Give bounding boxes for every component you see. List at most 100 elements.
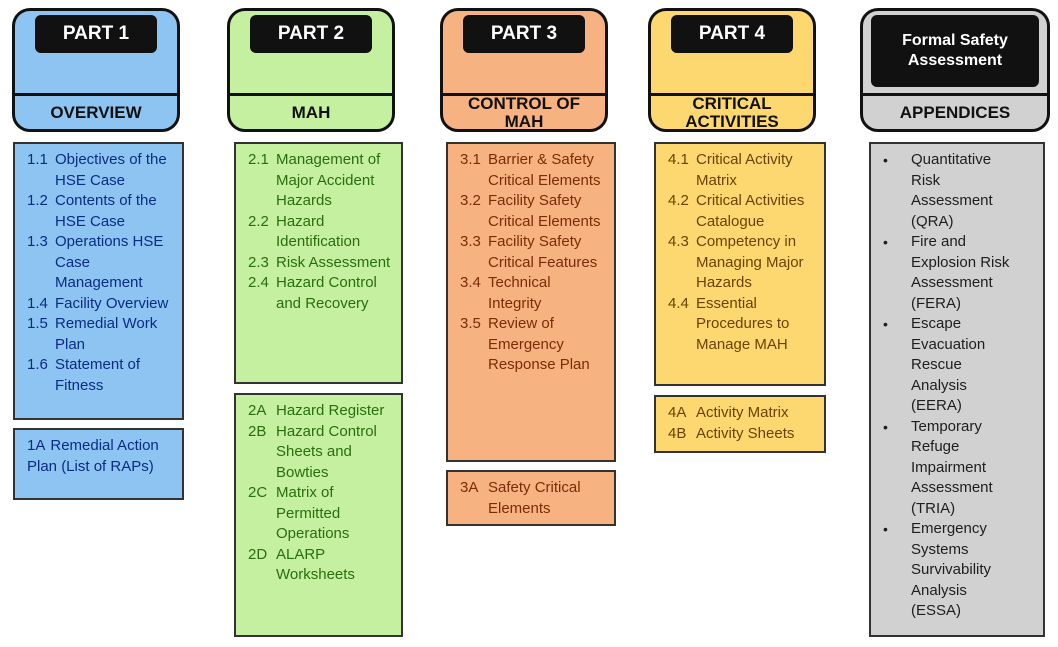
appendices-header: Formal Safety Assessment APPENDICES bbox=[860, 8, 1050, 132]
list-item: 4A Activity Matrix bbox=[668, 403, 816, 424]
item-number: 2.4 bbox=[248, 274, 269, 291]
list-item: 3.5 Review of Emergency Response Plan bbox=[460, 314, 606, 376]
list-item: 2.4 Hazard Control and Recovery bbox=[248, 273, 393, 314]
item-text: Hazard Control and Recovery bbox=[276, 274, 377, 312]
list-item: 1.5 Remedial Work Plan bbox=[27, 314, 174, 355]
appendices-divider bbox=[863, 93, 1047, 96]
part4-title: PART 4 bbox=[671, 15, 793, 53]
item-text: Activity Matrix bbox=[696, 404, 789, 421]
part3-divider bbox=[443, 93, 605, 96]
part2-header: PART 2 MAH bbox=[227, 8, 395, 132]
list-item: 1.6 Statement of Fitness bbox=[27, 355, 174, 396]
list-item: 3.3 Facility Safety Critical Features bbox=[460, 232, 606, 273]
item-text: Essential Procedures to Manage MAH bbox=[696, 294, 790, 353]
item-number: 1.2 bbox=[27, 192, 48, 209]
list-item: 3.2 Facility Safety Critical Elements bbox=[460, 191, 606, 232]
appendix-item-text: Emergency Systems Survivability Analysis… bbox=[911, 520, 992, 619]
part1-divider bbox=[15, 93, 177, 96]
item-number: 2C bbox=[248, 484, 268, 501]
list-item: 1.4 Facility Overview bbox=[27, 294, 174, 315]
item-number: 2A bbox=[248, 402, 267, 419]
item-number: 2D bbox=[248, 545, 268, 563]
list-item: 2C Matrix of Permitted Operations bbox=[248, 483, 393, 545]
part3-subtitle: CONTROL OF MAH bbox=[467, 93, 581, 131]
bullet-icon: • bbox=[883, 234, 888, 250]
appendices-title: Formal Safety Assessment bbox=[871, 15, 1039, 87]
item-text: Facility Overview bbox=[55, 294, 169, 312]
appendix-item-text: Temporary Refuge Impairment Assessment (… bbox=[911, 417, 993, 517]
item-text: Hazard Control Sheets and Bowties bbox=[276, 422, 377, 481]
item-text: Facility Safety Critical Features bbox=[488, 233, 598, 271]
item-text: Statement of Fitness bbox=[55, 356, 141, 394]
item-text: Competency in Managing Major Hazards bbox=[696, 233, 804, 291]
bullet-icon: • bbox=[883, 152, 888, 168]
bullet-icon: • bbox=[883, 418, 888, 435]
item-number: 1.1 bbox=[27, 151, 48, 168]
item-text: Objectives of the HSE Case bbox=[55, 151, 167, 189]
list-item: 3A Safety Critical Elements bbox=[460, 478, 606, 519]
item-number: 4A bbox=[668, 404, 687, 421]
part4-header: PART 4 CRITICAL ACTIVITIES bbox=[648, 8, 816, 132]
list-item: 3.4 Technical Integrity bbox=[460, 273, 606, 314]
item-text: Management of Major Accident Hazards bbox=[276, 151, 381, 209]
item-number: 4B bbox=[668, 424, 687, 442]
item-number: 1.4 bbox=[27, 294, 48, 312]
appendix-item: • Emergency Systems Survivability Analysi… bbox=[879, 519, 1035, 622]
bullet-icon: • bbox=[883, 521, 888, 537]
item-text: Remedial Action Plan (List of RAPs) bbox=[27, 437, 159, 475]
list-item: 1.1 Objectives of the HSE Case bbox=[27, 150, 174, 191]
item-number: 1.6 bbox=[27, 356, 48, 373]
item-number: 3.2 bbox=[460, 192, 481, 209]
part2-subtitle: MAH bbox=[291, 102, 331, 122]
list-item: 2.2 Hazard Identification bbox=[248, 212, 393, 253]
item-number: 3.5 bbox=[460, 315, 481, 332]
appendices-contents-box: •Quantitative Risk Assessment (QRA)•Fire… bbox=[869, 142, 1045, 637]
item-number: 1.5 bbox=[27, 315, 48, 332]
item-text: Technical Integrity bbox=[488, 274, 551, 312]
appendix-item-text: Quantitative Risk Assessment (QRA) bbox=[911, 151, 993, 230]
item-text: Hazard Identification bbox=[276, 212, 361, 251]
item-text: Remedial Work Plan bbox=[55, 315, 158, 353]
item-text: Facility Safety Critical Elements bbox=[488, 192, 601, 230]
appendix-item-text: Escape Evacuation Rescue Analysis (EERA) bbox=[911, 315, 986, 414]
item-text: Critical Activity Matrix bbox=[696, 151, 793, 189]
item-text: Hazard Register bbox=[276, 402, 385, 419]
item-number: 2.2 bbox=[248, 212, 269, 230]
bullet-icon: • bbox=[883, 316, 888, 332]
item-text: Review of Emergency Response Plan bbox=[488, 315, 590, 373]
item-number: 4.3 bbox=[668, 233, 689, 250]
item-text: Barrier & Safety Critical Elements bbox=[488, 151, 601, 189]
item-number: 3A bbox=[460, 479, 479, 496]
appendix-item: • Quantitative Risk Assessment (QRA) bbox=[879, 150, 1035, 232]
item-number: 4.2 bbox=[668, 192, 689, 209]
part1-subtitle: OVERVIEW bbox=[50, 102, 142, 122]
appendix-item: • Temporary Refuge Impairment Assessment … bbox=[879, 417, 1035, 520]
list-item: 4.3 Competency in Managing Major Hazards bbox=[668, 232, 816, 294]
part3-header: PART 3 CONTROL OF MAH bbox=[440, 8, 608, 132]
item-text: Safety Critical Elements bbox=[488, 479, 581, 517]
item-number: 2.1 bbox=[248, 151, 269, 168]
part2-divider bbox=[230, 93, 392, 96]
part3-title: PART 3 bbox=[463, 15, 585, 53]
part3-annex-box: 3A Safety Critical Elements bbox=[446, 470, 616, 526]
item-number: 3.3 bbox=[460, 233, 481, 250]
item-text: Matrix of Permitted Operations bbox=[276, 484, 350, 542]
item-number: 3.4 bbox=[460, 274, 481, 291]
list-item: 2A Hazard Register bbox=[248, 401, 393, 422]
